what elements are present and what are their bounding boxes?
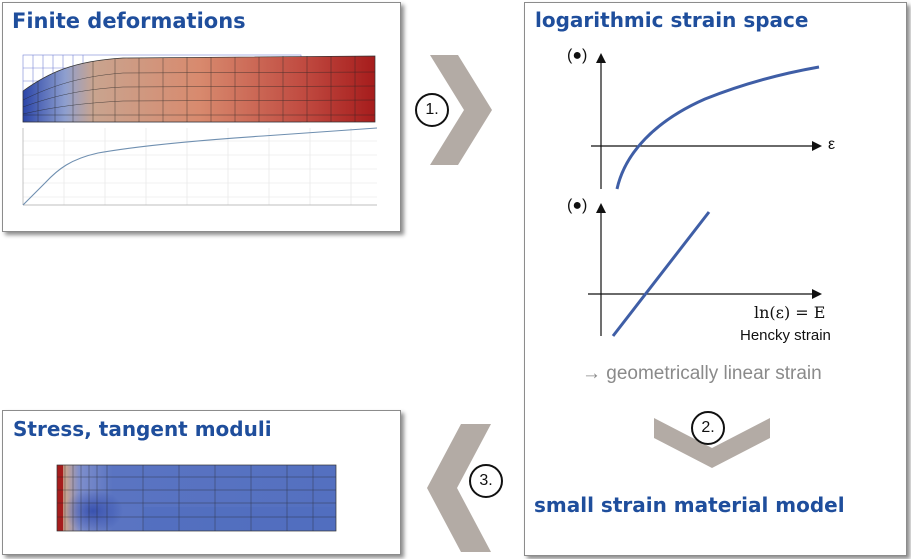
stress-tangent-title: Stress, tangent moduli xyxy=(13,417,272,441)
chevron-left-icon xyxy=(427,424,491,552)
deformed-mesh xyxy=(22,54,378,206)
geometrically-linear-note: → geometrically linear strain xyxy=(582,363,822,384)
plot2-x-label: ln(ε) = E xyxy=(754,303,826,322)
hencky-strain-label: Hencky strain xyxy=(740,327,831,344)
log-strain-panel: logarithmic strain space (●) ε (●) ln(ε)… xyxy=(524,2,907,556)
small-strain-model-title: small strain material model xyxy=(534,493,845,517)
finite-deformations-panel: Finite deformations xyxy=(2,2,401,232)
step-2-badge: 2. xyxy=(691,411,725,445)
step-1-badge: 1. xyxy=(415,93,449,127)
finite-deformations-title: Finite deformations xyxy=(12,9,246,33)
log-curve-plot xyxy=(591,53,822,190)
stress-field-mesh xyxy=(56,464,337,533)
step-3-badge: 3. xyxy=(469,464,503,498)
linear-plot xyxy=(588,203,822,337)
plot1-y-label: (●) xyxy=(567,47,588,64)
plot1-x-label: ε xyxy=(828,136,836,153)
plot2-y-label: (●) xyxy=(567,197,588,214)
stress-tangent-panel: Stress, tangent moduli xyxy=(2,410,401,555)
chevron-down-icon xyxy=(654,418,770,468)
chevron-right-icon xyxy=(430,55,492,165)
log-strain-title: logarithmic strain space xyxy=(535,8,809,32)
